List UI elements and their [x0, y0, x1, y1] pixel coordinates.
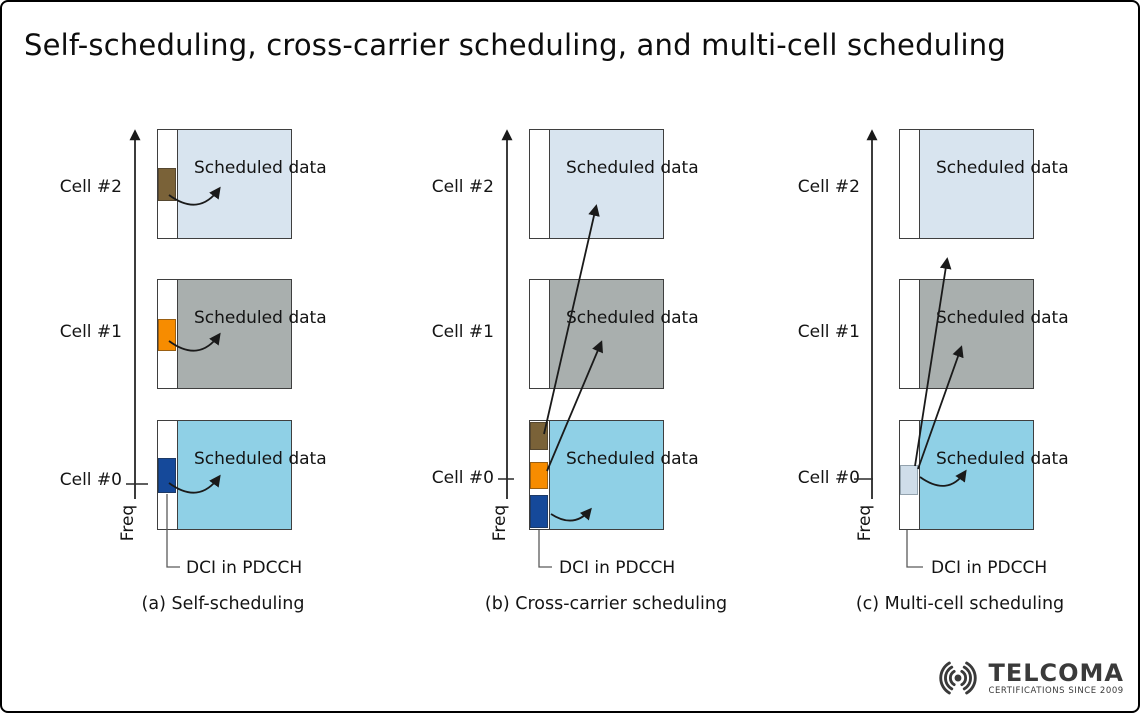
- dci-block-orange: [530, 462, 548, 489]
- cell-1-box: Scheduled data: [899, 279, 1069, 389]
- logo-text: TELCOMA CERTIFICATIONS SINCE 2009: [988, 661, 1124, 696]
- dci-in-pdcch-label: DCI in PDCCH: [931, 558, 1048, 578]
- dci-block-brown: [158, 168, 176, 201]
- cell-2-box: Scheduled data: [157, 129, 327, 239]
- scheduled-data-region: [177, 130, 291, 238]
- page-title: Self-scheduling, cross-carrier schedulin…: [24, 28, 1006, 62]
- cell-1-box: Scheduled data: [157, 279, 327, 389]
- scheduled-data-region: [919, 130, 1033, 238]
- scheduled-data-label: Scheduled data: [936, 158, 1069, 178]
- logo-name: TELCOMA: [988, 658, 1124, 687]
- cell-2-label: Cell #2: [59, 177, 122, 197]
- freq-axis-label: Freq: [490, 504, 510, 542]
- scheduled-data-region: [919, 421, 1033, 529]
- cell-0-label: Cell #0: [59, 470, 122, 490]
- scheduled-data-region: [549, 130, 663, 238]
- dci-block-pale: [900, 465, 918, 495]
- scheduled-data-region: [549, 280, 663, 388]
- logo-tagline: CERTIFICATIONS SINCE 2009: [988, 685, 1124, 696]
- cell-1-label: Cell #1: [431, 322, 494, 342]
- panel-a-caption: (a) Self-scheduling: [141, 594, 305, 614]
- cell-0-box: Scheduled data: [899, 420, 1069, 530]
- scheduled-data-region: [919, 280, 1033, 388]
- panel-b-caption: (b) Cross-carrier scheduling: [484, 594, 728, 614]
- dci-block-brown: [530, 422, 548, 450]
- cell-2-label: Cell #2: [431, 177, 494, 197]
- scheduled-data-label: Scheduled data: [566, 158, 699, 178]
- cell-0-label: Cell #0: [797, 468, 860, 488]
- freq-axis-label: Freq: [855, 504, 875, 542]
- cell-0-label: Cell #0: [431, 468, 494, 488]
- freq-axis-label: Freq: [118, 504, 138, 542]
- dci-in-pdcch-label: DCI in PDCCH: [559, 558, 676, 578]
- logo: TELCOMA CERTIFICATIONS SINCE 2009: [932, 655, 1124, 701]
- cell-0-box: Scheduled data: [157, 420, 327, 530]
- cell-1-box: Scheduled data: [529, 279, 699, 389]
- cell-2-label: Cell #2: [797, 177, 860, 197]
- scheduled-data-label: Scheduled data: [194, 449, 327, 469]
- scheduled-data-label: Scheduled data: [566, 449, 699, 469]
- cell-1-label: Cell #1: [797, 322, 860, 342]
- scheduled-data-region: [177, 421, 291, 529]
- scheduled-data-label: Scheduled data: [194, 308, 327, 328]
- dci-block-blue: [158, 458, 176, 493]
- dci-block-orange: [158, 319, 176, 351]
- scheduled-data-region: [177, 280, 291, 388]
- dci-block-blue: [530, 495, 548, 528]
- cell-2-box: Scheduled data: [529, 129, 699, 239]
- scheduled-data-label: Scheduled data: [936, 449, 1069, 469]
- scheduled-data-label: Scheduled data: [194, 158, 327, 178]
- signal-waves-icon: [939, 661, 978, 695]
- panel-c-caption: (c) Multi-cell scheduling: [855, 594, 1065, 614]
- scheduled-data-region: [549, 421, 663, 529]
- dci-in-pdcch-label: DCI in PDCCH: [186, 558, 303, 578]
- cell-2-box: Scheduled data: [899, 129, 1069, 239]
- cell-1-label: Cell #1: [59, 322, 122, 342]
- scheduled-data-label: Scheduled data: [936, 308, 1069, 328]
- scheduled-data-label: Scheduled data: [566, 308, 699, 328]
- cell-0-box: Scheduled data: [529, 420, 699, 530]
